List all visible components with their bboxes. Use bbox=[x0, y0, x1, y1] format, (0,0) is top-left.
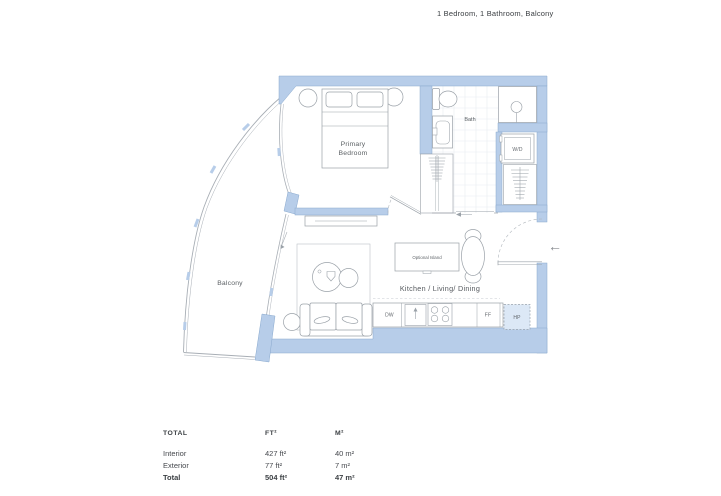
side-table bbox=[283, 313, 301, 331]
dining-table bbox=[461, 236, 485, 276]
vestibule-north-wall bbox=[495, 204, 548, 213]
pillow-right bbox=[356, 91, 384, 108]
washer-dryer-label: W/D bbox=[512, 147, 523, 153]
primary-bedroom bbox=[298, 87, 454, 227]
vanity-sink bbox=[432, 115, 453, 149]
header-ft2: FT² bbox=[265, 430, 278, 437]
balcony-door-arrow bbox=[281, 231, 288, 247]
shower bbox=[498, 86, 537, 123]
primary-bedroom-label2: Bedroom bbox=[339, 150, 368, 157]
nightstand-left bbox=[298, 88, 318, 108]
row-ft: 77 ft² bbox=[265, 461, 283, 470]
coffee-table-small bbox=[338, 268, 359, 288]
stove bbox=[427, 303, 453, 326]
balcony-railing-inner bbox=[186, 98, 285, 353]
row-label: Interior bbox=[163, 449, 187, 458]
dishwasher-label: DW bbox=[385, 313, 394, 319]
glass-wall bbox=[266, 103, 293, 317]
walls bbox=[254, 75, 548, 363]
row-m: 40 m² bbox=[335, 449, 355, 458]
living-room bbox=[283, 243, 373, 337]
balcony-floor-edge bbox=[183, 352, 256, 358]
row-label: Total bbox=[163, 473, 181, 482]
row-ft: 427 ft² bbox=[265, 449, 287, 458]
heat-pump-box bbox=[503, 304, 531, 330]
media-console bbox=[304, 215, 378, 227]
sofa-pillow-right bbox=[341, 316, 359, 324]
heat-pump-label: HP bbox=[513, 315, 521, 321]
laundry-entry bbox=[497, 133, 543, 266]
fridge-label: FF bbox=[485, 313, 492, 319]
balcony-label: Balcony bbox=[217, 280, 243, 287]
balcony-railing-outer bbox=[183, 96, 282, 353]
header-m2: M² bbox=[335, 430, 344, 437]
kitchen-island bbox=[394, 242, 460, 274]
table-row: Interior 427 ft² 40 m² bbox=[163, 448, 433, 460]
bath-label: Bath bbox=[464, 117, 475, 123]
balcony-door-arrowhead bbox=[280, 244, 285, 249]
optional-island-label: Optional Island bbox=[412, 255, 442, 260]
entry-door bbox=[497, 218, 543, 266]
hanging-clothes-icon bbox=[428, 155, 446, 182]
bath-door-arrowhead bbox=[456, 212, 461, 217]
entry-arrow-icon: ← bbox=[548, 238, 562, 254]
toilet bbox=[432, 88, 458, 110]
hanging-clothes-icon bbox=[511, 167, 529, 200]
sofa-pillow-left bbox=[313, 316, 331, 324]
row-m: 7 m² bbox=[335, 461, 350, 470]
table-row-total: Total 504 ft² 47 m² bbox=[163, 472, 433, 484]
area-table-header: TOTAL FT² M² bbox=[163, 428, 433, 440]
bedroom-bath-wall bbox=[419, 85, 433, 155]
washer-dryer bbox=[499, 133, 535, 164]
table-decor-icon bbox=[326, 271, 336, 282]
header-total: TOTAL bbox=[163, 430, 188, 437]
kitchen-sink bbox=[404, 304, 427, 326]
railing-joints bbox=[183, 122, 251, 331]
shower-south-wall bbox=[497, 122, 548, 133]
shower-head bbox=[510, 101, 523, 113]
bedroom-south-wall bbox=[294, 207, 389, 216]
area-table: TOTAL FT² M² Interior 427 ft² 40 m² Exte… bbox=[163, 428, 433, 484]
unit-title: 1 Bedroom, 1 Bathroom, Balcony bbox=[437, 9, 554, 18]
bedroom-closet bbox=[420, 153, 454, 214]
bed bbox=[321, 88, 389, 169]
row-ft: 504 ft² bbox=[265, 473, 288, 482]
corner-wall-block bbox=[254, 313, 276, 363]
kitchen-living-dining-label: Kitchen / Living/ Dining bbox=[400, 284, 480, 293]
coffee-table-large bbox=[312, 262, 342, 292]
balcony-area bbox=[183, 96, 285, 360]
row-label: Exterior bbox=[163, 461, 189, 470]
table-row: Exterior 77 ft² 7 m² bbox=[163, 460, 433, 472]
entry-closet bbox=[503, 164, 537, 205]
top-wall bbox=[278, 75, 548, 105]
sofa bbox=[299, 302, 373, 337]
right-wall-upper bbox=[536, 85, 548, 223]
optional-island-box bbox=[394, 242, 460, 272]
bedroom-door bbox=[387, 195, 423, 215]
dining-set bbox=[461, 229, 485, 284]
kitchen bbox=[372, 229, 531, 330]
bath-door bbox=[432, 211, 498, 215]
pillow-left bbox=[325, 91, 353, 108]
bathroom bbox=[432, 86, 537, 217]
row-m: 47 m² bbox=[335, 473, 355, 482]
primary-bedroom-label: Primary bbox=[341, 141, 366, 148]
